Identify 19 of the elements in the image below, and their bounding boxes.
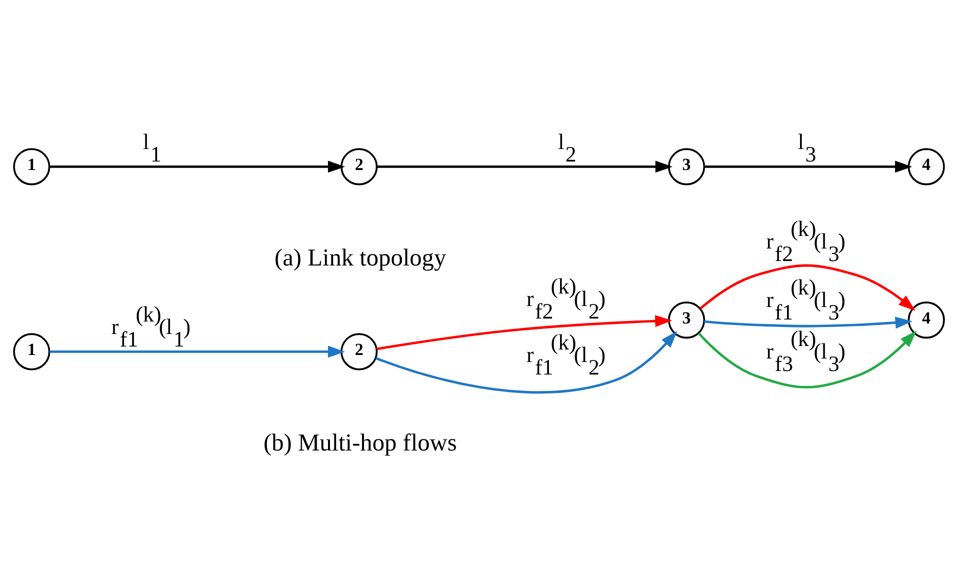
arrow <box>699 264 915 310</box>
node-circle: 3 <box>667 301 705 338</box>
arrow <box>376 160 672 172</box>
node-circle: 4 <box>907 301 944 338</box>
node-circle: 1 <box>12 332 50 370</box>
node-circle: 3 <box>667 148 705 185</box>
arrow <box>48 160 345 172</box>
arrow <box>697 330 916 388</box>
node-circle: 2 <box>340 332 378 370</box>
label: (a) Link topology <box>274 244 446 271</box>
node-circle: 2 <box>340 148 378 185</box>
arrow <box>375 330 677 393</box>
label: (b) Multi-hop flows <box>263 428 456 456</box>
arrow <box>48 345 345 358</box>
arrow <box>376 314 672 350</box>
arrow <box>704 160 912 172</box>
node-circle: 4 <box>907 148 944 185</box>
arrow <box>704 316 912 328</box>
node-circle: 1 <box>12 148 50 185</box>
